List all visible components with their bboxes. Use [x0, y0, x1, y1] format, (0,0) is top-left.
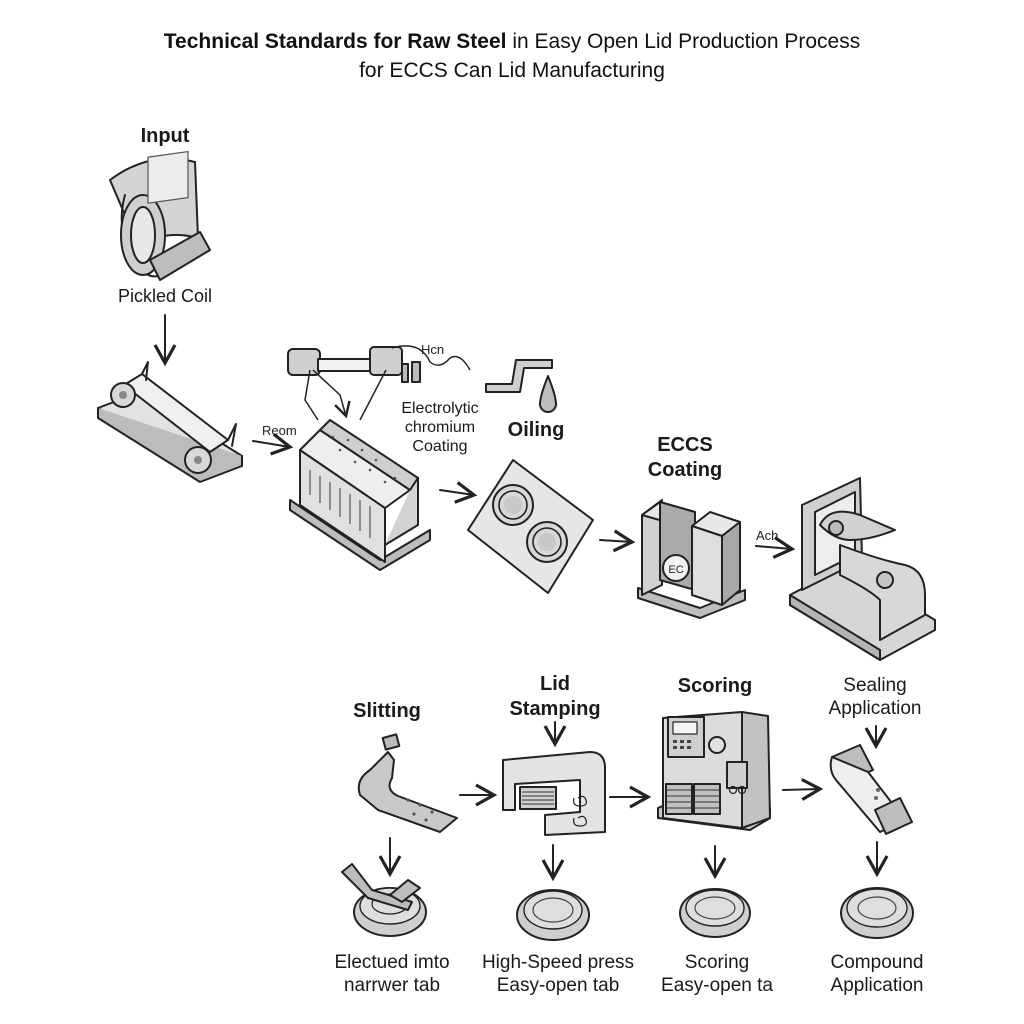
hcn-annotation: Hcn [421, 342, 445, 357]
eccs-heading-line2: Coating [647, 459, 723, 481]
electrolytic-label-line3: Coating [412, 438, 468, 455]
slitting-caption: Electued imto narrwer tab [322, 951, 462, 997]
reom-arrow-label: Reom [262, 423, 297, 438]
pickled-coil-caption: Pickled Coil [117, 286, 213, 306]
scoring-machine-icon [657, 711, 771, 831]
slitting-heading: Slitting [353, 700, 421, 722]
electrolytic-label-line2: chromium [404, 419, 476, 436]
oil-pipe-icon [485, 359, 553, 393]
stamping-caption-line2: Easy-open tab [496, 975, 620, 996]
slit-lid-icon [341, 863, 427, 937]
stamping-caption: High-Speed press Easy-open tab [478, 951, 638, 997]
stamping-press-icon [502, 751, 606, 836]
scoring-caption-line2: Easy-open ta [661, 975, 773, 996]
arrow-to-sealing [782, 778, 824, 801]
sealing-caption-line1: Compound [830, 952, 924, 973]
title-rest: in Easy Open Lid Production Process [506, 30, 861, 53]
electrolytic-label-line1: Electrolytic [401, 400, 479, 417]
diagram-subtitle: for ECCS Can Lid Manufacturing [359, 59, 665, 82]
arrow-to-oiling [439, 481, 478, 504]
eccs-heading-line1: ECCS [657, 434, 713, 456]
sealing-strip-icon [829, 744, 913, 835]
scored-lid-icon [679, 888, 751, 938]
recoiler-machine-icon [789, 477, 936, 661]
stamped-lid-icon [516, 889, 590, 941]
arrow-to-recoiler [755, 536, 796, 559]
electrolytic-tank-icon [289, 419, 431, 571]
arrow-to-eccs [599, 529, 636, 553]
stamping-caption-line1: High-Speed press [481, 952, 635, 973]
eccs-heading: ECCS Coating [630, 433, 740, 483]
slitting-caption-line2: narrwer tab [343, 975, 441, 996]
electrolytic-pipes-icon [287, 345, 471, 421]
electrolytic-label: Electrolytic chromium Coating [370, 399, 510, 456]
scoring-caption: Scoring Easy-open ta [652, 951, 782, 997]
sealed-lid-icon [840, 887, 914, 939]
title-bold: Technical Standards for Raw Steel [163, 30, 507, 53]
stamping-heading-line1: Lid [540, 673, 570, 695]
stamping-heading-line2: Stamping [509, 698, 601, 720]
sealing-heading-line2: Application [828, 698, 922, 719]
eccs-coating-block-icon [637, 499, 746, 619]
diagram-title: Technical Standards for Raw Steel in Eas… [0, 28, 1024, 56]
oiled-sheet-icon [467, 459, 594, 594]
scoring-caption-line1: Scoring [684, 952, 750, 973]
oil-drop-icon [539, 375, 557, 413]
ach-arrow-label: Ach [756, 528, 779, 543]
stamping-heading: Lid Stamping [490, 672, 620, 722]
sealing-heading-line1: Sealing [843, 675, 907, 696]
sealing-caption: Compound Application [812, 951, 942, 997]
oiling-heading: Oiling [507, 419, 565, 441]
eccs-emblem-text: EC [668, 564, 683, 576]
arrow-to-coating [252, 432, 294, 456]
sealing-caption-line2: Application [830, 975, 924, 996]
pickled-coil-icon [109, 150, 211, 281]
slitting-caption-line1: Electued imto [334, 952, 450, 973]
slitting-strip-icon [357, 733, 458, 833]
uncoiler-conveyor-icon [97, 361, 243, 483]
scoring-heading: Scoring [677, 675, 753, 697]
sealing-heading: Sealing Application [810, 674, 940, 720]
input-heading: Input [140, 125, 190, 147]
